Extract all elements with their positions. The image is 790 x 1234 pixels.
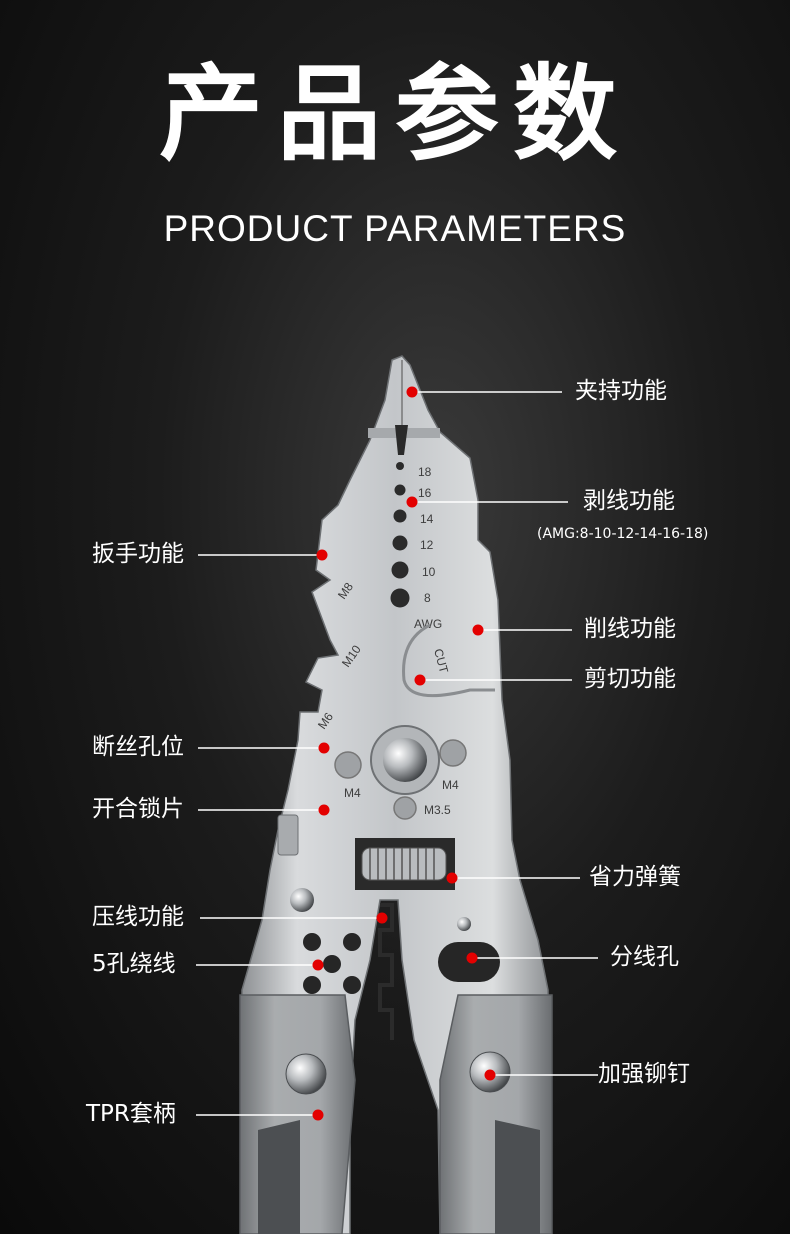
page-subtitle: PRODUCT PARAMETERS xyxy=(163,208,627,249)
screw-hole-m4-left xyxy=(334,751,362,779)
label-cut: 剪切功能 xyxy=(584,666,676,692)
marker-rivet xyxy=(484,1069,496,1081)
side-screw xyxy=(290,888,314,912)
strip-hole-16 xyxy=(394,484,406,496)
leader-lines xyxy=(196,391,598,1116)
gauge-16: 16 xyxy=(418,486,432,500)
spring-turns xyxy=(369,848,435,880)
label-handle: TPR套柄 xyxy=(86,1101,176,1127)
gauge-12: 12 xyxy=(420,538,434,552)
marker-spring xyxy=(446,872,458,884)
marker-winding xyxy=(312,959,324,971)
feature-markers xyxy=(312,386,496,1121)
label-winding: 5孔绕线 xyxy=(92,951,176,977)
pivot-bolt-inner xyxy=(383,738,427,782)
cut-engraving: CUT xyxy=(431,647,451,675)
label-spring: 省力弹簧 xyxy=(589,864,681,890)
winding-hole-5 xyxy=(343,976,361,994)
label-split: 分线孔 xyxy=(610,944,679,970)
page-title: 产品参数 xyxy=(158,53,631,175)
marker-crimp xyxy=(376,912,388,924)
label-lock: 开合锁片 xyxy=(92,796,184,822)
right-grip-insert xyxy=(495,1120,540,1234)
awg-engraving: AWG xyxy=(414,617,442,631)
marker-handle xyxy=(312,1109,324,1121)
jaw-gap xyxy=(395,425,408,455)
lock-tab xyxy=(277,814,299,856)
m4-left-engraving: M4 xyxy=(344,786,361,800)
label-strip-sub: (AMG:8-10-12-14-16-18) xyxy=(537,526,709,542)
screw-hole-m35 xyxy=(393,796,417,820)
label-crimp: 压线功能 xyxy=(92,904,184,930)
marker-lock xyxy=(318,804,330,816)
label-shave: 削线功能 xyxy=(584,616,676,642)
label-strip: 剥线功能 xyxy=(583,488,675,514)
marker-cut xyxy=(414,674,426,686)
strip-hole-12 xyxy=(392,535,408,551)
screw-hole-m4-right xyxy=(439,739,467,767)
gauge-10: 10 xyxy=(422,565,436,579)
label-break-screw: 断丝孔位 xyxy=(92,734,184,760)
strip-hole-10 xyxy=(391,561,409,579)
spring xyxy=(355,838,455,890)
marker-strip xyxy=(406,496,418,508)
label-clamp: 夹持功能 xyxy=(575,378,667,404)
split-hole-top xyxy=(457,917,471,931)
winding-hole-1 xyxy=(303,933,321,951)
strip-hole-14 xyxy=(393,509,407,523)
stripping-holes xyxy=(390,462,410,608)
marker-break xyxy=(318,742,330,754)
gauge-18: 18 xyxy=(418,465,432,479)
gauge-14: 14 xyxy=(420,512,434,526)
gauge-8: 8 xyxy=(424,591,431,605)
marker-split xyxy=(466,952,478,964)
m35-engraving: M3.5 xyxy=(424,803,451,817)
winding-holes xyxy=(303,933,361,994)
m4-right-engraving: M4 xyxy=(442,778,459,792)
spring-coil xyxy=(361,847,447,881)
cutting-edge xyxy=(402,623,495,698)
label-rivet: 加强铆钉 xyxy=(598,1061,690,1087)
strip-hole-18 xyxy=(396,462,404,470)
winding-hole-2 xyxy=(343,933,361,951)
winding-hole-3 xyxy=(323,955,341,973)
marker-shave xyxy=(472,624,484,636)
strip-hole-8 xyxy=(390,588,410,608)
marker-clamp xyxy=(406,386,418,398)
left-grip-insert xyxy=(258,1120,300,1234)
marker-wrench xyxy=(316,549,328,561)
label-wrench: 扳手功能 xyxy=(92,541,184,567)
crimp-teeth xyxy=(378,903,394,1040)
winding-hole-4 xyxy=(303,976,321,994)
left-rivet xyxy=(285,1053,327,1095)
